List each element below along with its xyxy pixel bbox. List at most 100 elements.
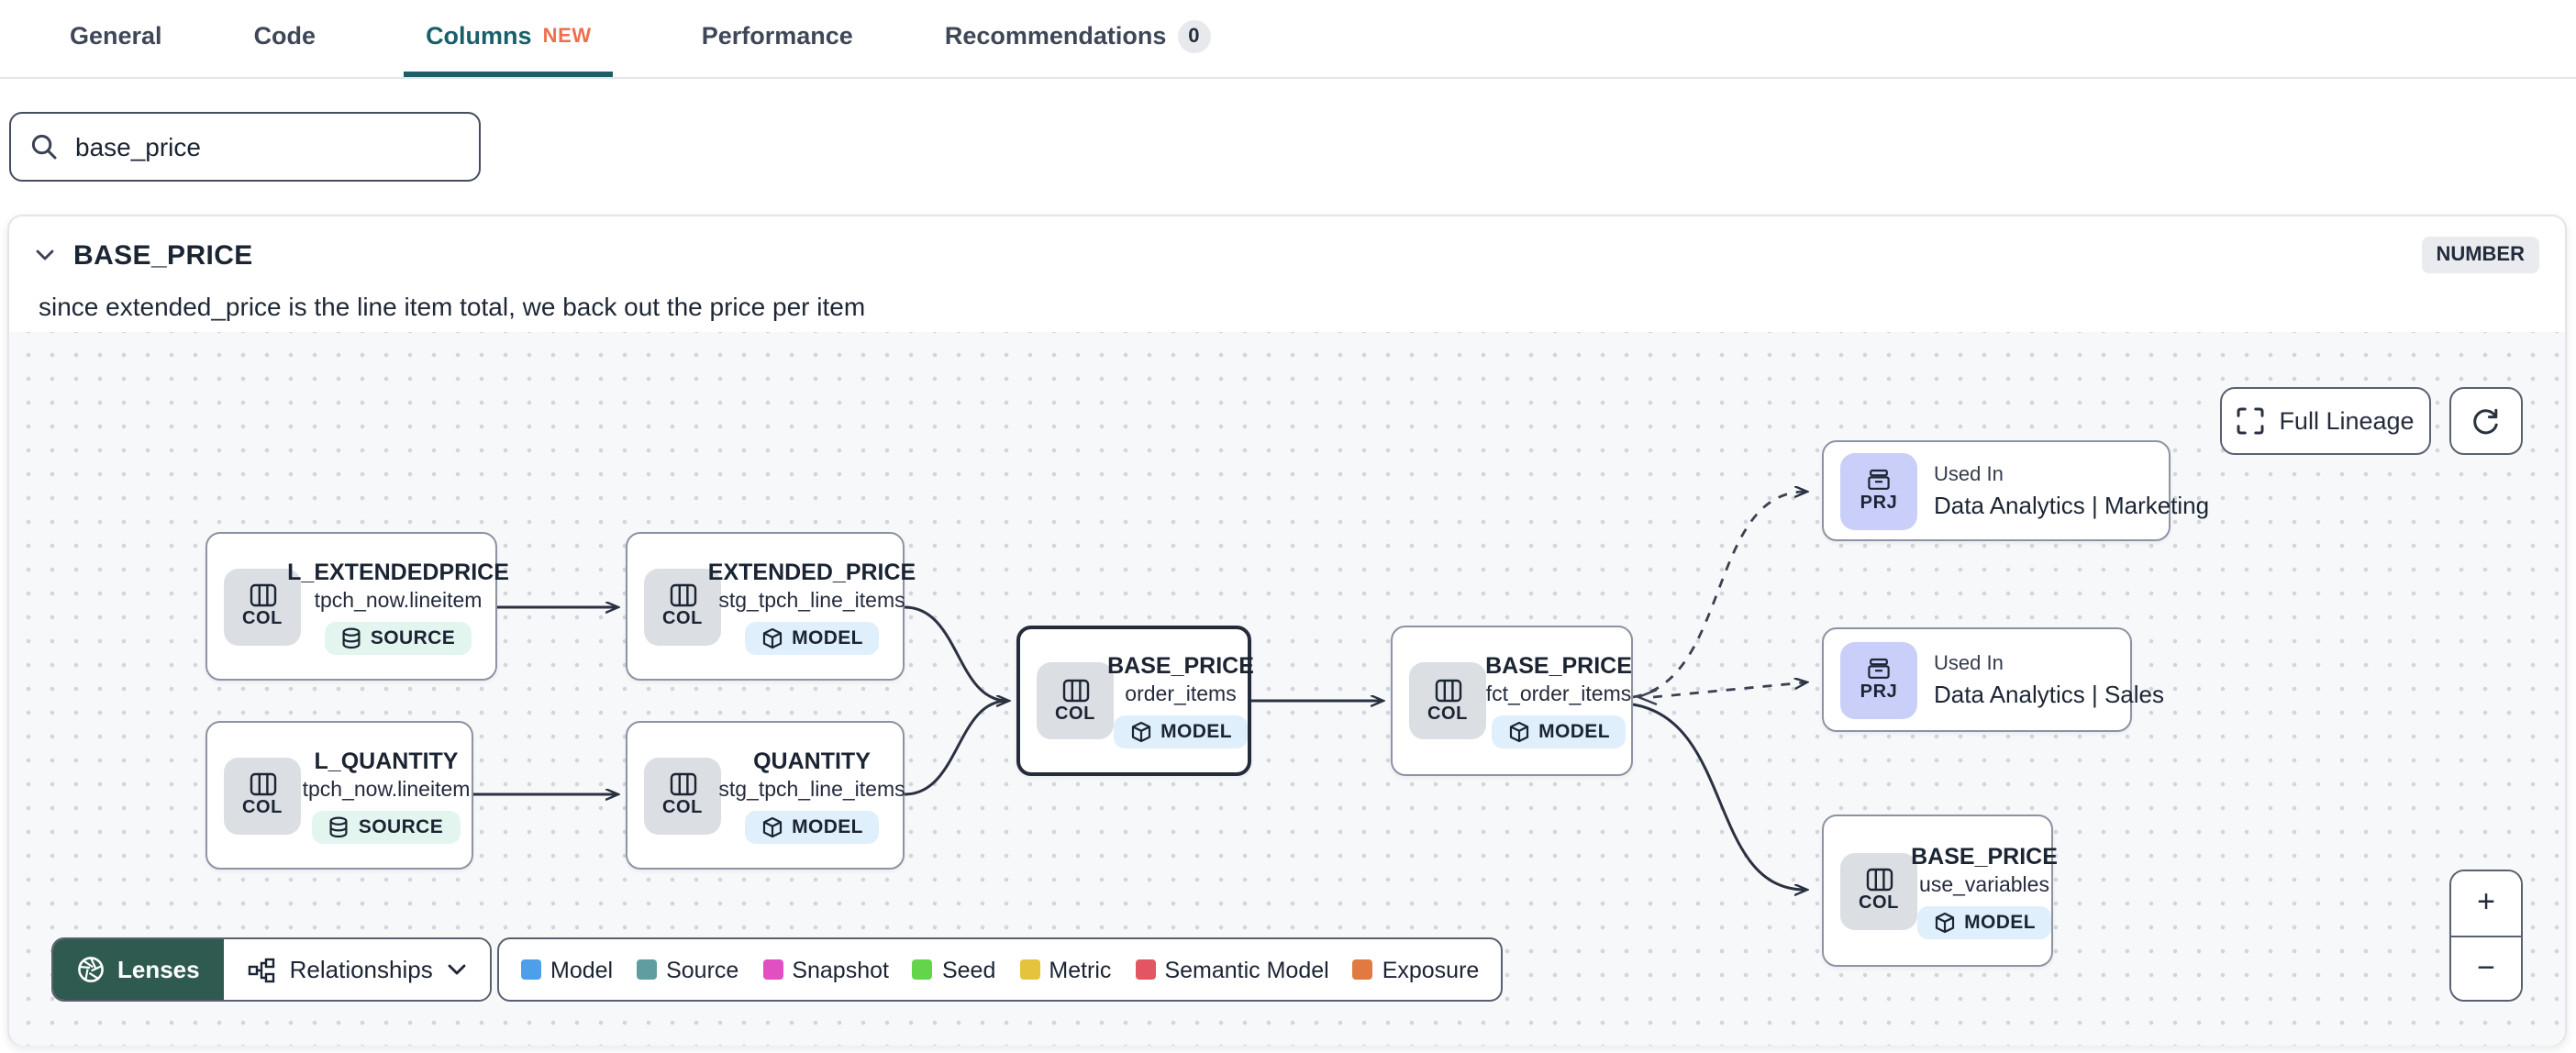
cube-icon — [1934, 911, 1954, 933]
legend-item: Seed — [912, 957, 995, 982]
column-badge: COL — [644, 757, 721, 834]
node-base-price-fct-order-items[interactable]: COL BASE_PRICE fct_order_items MODEL — [1391, 626, 1633, 776]
zoom-in-button[interactable]: + — [2451, 871, 2521, 937]
legend-swatch — [912, 959, 933, 980]
database-icon — [330, 815, 349, 837]
column-header: BASE_PRICE NUMBER — [9, 216, 2565, 281]
node-title: L_QUANTITY — [314, 748, 459, 773]
recommendations-count-badge: 0 — [1177, 19, 1211, 52]
node-subtitle: use_variables — [1919, 874, 2049, 896]
node-subtitle: stg_tpch_line_items — [718, 779, 905, 801]
columns-icon — [669, 772, 696, 796]
legend-swatch — [762, 959, 783, 980]
model-kind-badge: MODEL — [1113, 715, 1249, 748]
lenses-toolbar: Lenses Relationships — [51, 937, 492, 1002]
node-used-in-marketing[interactable]: PRJ Used In Data Analytics | Marketing — [1822, 440, 2209, 541]
legend-item: Model — [521, 957, 613, 982]
node-used-in-sales[interactable]: PRJ Used In Data Analytics | Sales — [1822, 627, 2164, 732]
legend-item: Metric — [1019, 957, 1111, 982]
columns-icon — [1865, 868, 1893, 892]
column-name: BASE_PRICE — [73, 239, 253, 271]
tab-code[interactable]: Code — [253, 22, 316, 50]
tab-recommendations[interactable]: Recommendations 0 — [941, 0, 1215, 77]
column-badge: COL — [224, 568, 301, 645]
archive-icon — [1868, 658, 1890, 679]
node-title: BASE_PRICE — [1107, 653, 1254, 679]
lenses-button[interactable]: Lenses — [53, 939, 224, 1000]
chevron-down-icon — [448, 964, 466, 975]
column-badge: COL — [644, 568, 721, 645]
relationships-dropdown[interactable]: Relationships — [223, 939, 490, 1000]
columns-icon — [1061, 678, 1089, 702]
node-title: QUANTITY — [753, 748, 871, 773]
aperture-icon — [78, 957, 104, 982]
columns-icon — [669, 583, 696, 607]
columns-icon — [1434, 678, 1461, 702]
tab-columns[interactable]: Columns NEW — [404, 0, 614, 77]
node-l-quantity[interactable]: COL L_QUANTITY tpch_now.lineitem SOURCE — [205, 721, 473, 870]
column-badge: COL — [1409, 662, 1486, 739]
refresh-button[interactable] — [2449, 387, 2523, 455]
node-type-legend: Model Source Snapshot Seed Metric Semant… — [497, 937, 1504, 1002]
lineage-edges — [473, 332, 2565, 1046]
node-base-price-order-items[interactable]: COL BASE_PRICE order_items MODEL — [1016, 626, 1254, 776]
columns-icon — [249, 772, 276, 796]
node-title: BASE_PRICE — [1485, 653, 1632, 679]
node-base-price-use-variables[interactable]: COL BASE_PRICE use_variables MODEL — [1822, 815, 2058, 967]
node-subtitle: tpch_now.lineitem — [314, 590, 483, 612]
source-kind-badge: SOURCE — [324, 621, 472, 654]
model-kind-badge: MODEL — [1916, 905, 2052, 938]
source-kind-badge: SOURCE — [312, 810, 461, 843]
relationships-icon — [248, 957, 274, 982]
tab-performance[interactable]: Performance — [701, 22, 853, 50]
node-title: BASE_PRICE — [1911, 843, 2058, 869]
database-icon — [342, 626, 361, 648]
search-input[interactable] — [75, 132, 461, 161]
archive-icon — [1868, 469, 1890, 490]
model-kind-badge: MODEL — [744, 810, 880, 843]
tab-general[interactable]: General — [70, 22, 162, 50]
tab-bar: General Code Columns NEW Performance Rec… — [0, 0, 2576, 79]
node-subtitle: order_items — [1125, 684, 1237, 706]
model-kind-badge: MODEL — [744, 621, 880, 654]
column-search — [9, 112, 481, 182]
node-quantity[interactable]: COL QUANTITY stg_tpch_line_items MODEL — [626, 721, 905, 870]
legend-item: Snapshot — [762, 957, 889, 982]
full-lineage-button[interactable]: Full Lineage — [2220, 387, 2431, 455]
refresh-icon — [2473, 407, 2498, 434]
node-subtitle: stg_tpch_line_items — [718, 590, 905, 612]
node-title: EXTENDED_PRICE — [707, 559, 916, 584]
columns-icon — [249, 583, 276, 607]
search-icon — [29, 132, 59, 161]
chevron-down-icon[interactable] — [35, 248, 55, 262]
model-kind-badge: MODEL — [1491, 715, 1627, 748]
column-badge: COL — [1037, 662, 1114, 739]
column-badge: COL — [224, 757, 301, 834]
used-in-label: Used In — [1934, 463, 2004, 485]
node-extended-price[interactable]: COL EXTENDED_PRICE stg_tpch_line_items M… — [626, 532, 916, 681]
project-badge: PRJ — [1840, 452, 1917, 529]
legend-swatch — [637, 959, 658, 980]
legend-item: Source — [637, 957, 738, 982]
cube-icon — [1130, 721, 1150, 743]
zoom-out-button[interactable]: − — [2451, 937, 2521, 1000]
lineage-canvas[interactable]: COL L_EXTENDEDPRICE tpch_now.lineitem SO… — [9, 332, 2565, 1046]
expand-icon — [2237, 407, 2264, 435]
legend-item: Semantic Model — [1135, 957, 1329, 982]
column-description: since extended_price is the line item to… — [39, 292, 866, 321]
used-in-label: Used In — [1934, 652, 2004, 674]
cube-icon — [761, 815, 782, 837]
project-badge: PRJ — [1840, 641, 1917, 718]
node-subtitle: fct_order_items — [1485, 684, 1632, 706]
node-subtitle: tpch_now.lineitem — [302, 779, 471, 801]
cube-icon — [761, 626, 782, 648]
data-type-badge: NUMBER — [2421, 237, 2539, 273]
column-detail-panel: BASE_PRICE NUMBER since extended_price i… — [7, 215, 2567, 1046]
node-title: Data Analytics | Marketing — [1934, 491, 2210, 518]
legend-swatch — [521, 959, 541, 980]
column-badge: COL — [1840, 852, 1917, 929]
legend-swatch — [1019, 959, 1040, 980]
node-title: Data Analytics | Sales — [1934, 680, 2164, 707]
zoom-control: + − — [2449, 870, 2523, 1002]
node-l-extendedprice[interactable]: COL L_EXTENDEDPRICE tpch_now.lineitem SO… — [205, 532, 509, 681]
